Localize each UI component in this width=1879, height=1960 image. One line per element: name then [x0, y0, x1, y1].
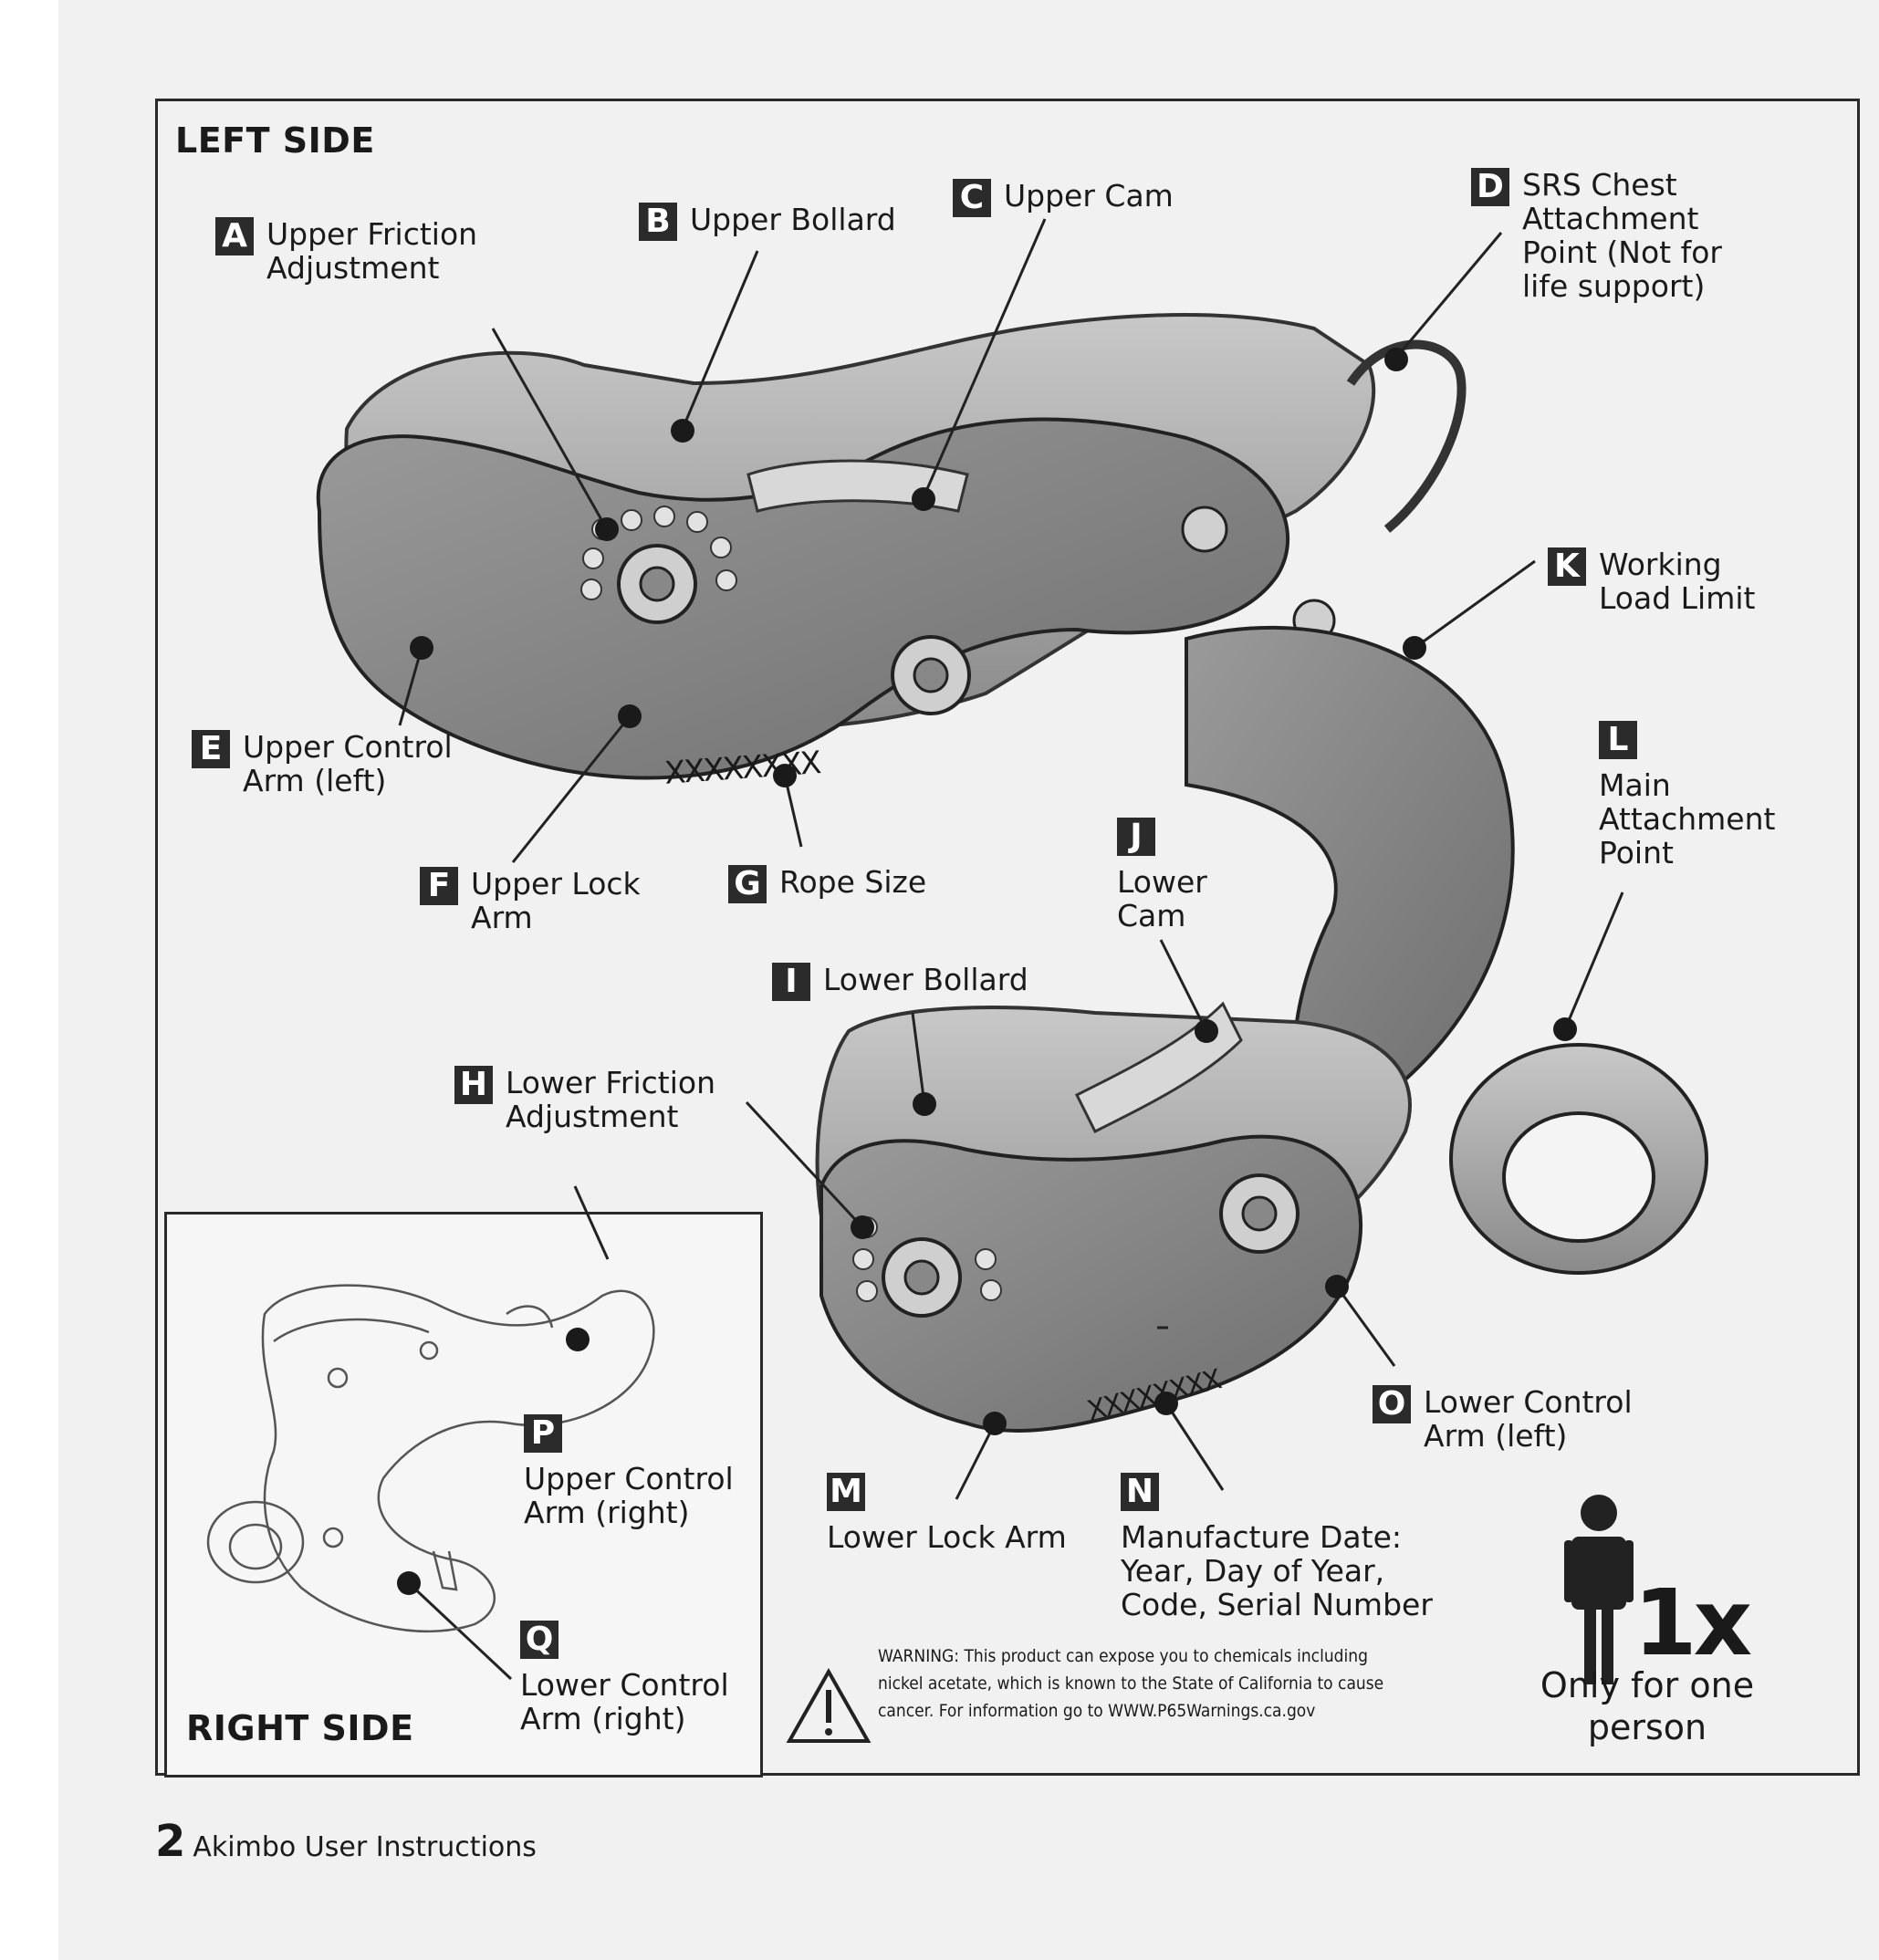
callout-letter: I: [772, 963, 810, 1001]
callout-letter: F: [420, 867, 458, 905]
callout-i: I Lower Bollard: [772, 963, 1028, 1001]
callout-letter: N: [1121, 1473, 1159, 1511]
callout-p: P Upper Control Arm (right): [524, 1414, 734, 1529]
callout-k: K Working Load Limit: [1548, 547, 1755, 615]
callout-letter: H: [454, 1066, 493, 1104]
callout-label: Lower Cam: [1117, 864, 1207, 933]
callout-label: Working Load Limit: [1599, 547, 1756, 616]
callout-g: G Rope Size: [728, 865, 926, 903]
callout-label: Upper Cam: [1004, 178, 1174, 214]
left-side-title: LEFT SIDE: [175, 120, 375, 161]
callout-e: E Upper Control Arm (left): [192, 730, 453, 798]
page-number: 2: [155, 1816, 186, 1867]
right-side-line-drawing: [206, 1284, 655, 1633]
callout-label: Rope Size: [779, 864, 927, 900]
callout-letter: O: [1373, 1385, 1411, 1423]
callout-dots: [397, 348, 1577, 1595]
callout-j: J Lower Cam: [1117, 818, 1207, 933]
callout-label: Main Attachment Point: [1599, 767, 1776, 871]
callout-o: O Lower Control Arm (left): [1373, 1385, 1633, 1453]
callout-b: B Upper Bollard: [639, 203, 896, 241]
callout-n: N Manufacture Date: Year, Day of Year, C…: [1121, 1473, 1433, 1621]
callout-d: D SRS Chest Attachment Point (Not for li…: [1471, 168, 1722, 303]
callout-letter: K: [1548, 547, 1586, 586]
callout-label: Lower Control Arm (left): [1424, 1384, 1633, 1454]
callout-letter: C: [953, 179, 991, 217]
callout-letter: G: [728, 865, 767, 903]
footer-title: Akimbo User Instructions: [193, 1831, 537, 1863]
callout-a: A Upper Friction Adjustment: [215, 217, 477, 285]
callout-letter: J: [1117, 818, 1155, 856]
warning-triangle-icon: [786, 1667, 872, 1743]
callout-label: Manufacture Date: Year, Day of Year, Cod…: [1121, 1519, 1433, 1622]
callout-h: H Lower Friction Adjustment: [454, 1066, 715, 1133]
callout-letter: L: [1599, 721, 1637, 759]
one-person-caption: Only for one person: [1540, 1665, 1755, 1747]
callout-label: Upper Control Arm (left): [243, 729, 453, 798]
callout-label: SRS Chest Attachment Point (Not for life…: [1522, 167, 1722, 304]
page-footer: 2 Akimbo User Instructions: [155, 1816, 537, 1867]
callout-label: Upper Friction Adjustment: [266, 216, 478, 286]
callout-letter: P: [524, 1414, 562, 1453]
callout-letter: A: [215, 217, 254, 255]
callout-m: M Lower Lock Arm: [827, 1473, 1067, 1554]
device-spine: [1185, 625, 1515, 1134]
one-person-multiplier: 1x: [1634, 1569, 1752, 1676]
callout-letter: D: [1471, 168, 1509, 206]
callout-label: Lower Friction Adjustment: [506, 1065, 716, 1134]
person-icon: [1564, 1495, 1634, 1684]
callout-label: Upper Control Arm (right): [524, 1461, 734, 1530]
leader-lines: [398, 218, 1624, 1681]
callout-f: F Upper Lock Arm: [420, 867, 641, 934]
callout-c: C Upper Cam: [953, 179, 1174, 217]
prop65-warning-text: WARNING: This product can expose you to …: [878, 1646, 1384, 1721]
callout-label: Lower Control Arm (right): [520, 1667, 729, 1736]
callout-letter: E: [192, 730, 230, 768]
callout-l: L Main Attachment Point: [1599, 721, 1775, 870]
callout-letter: B: [639, 203, 677, 241]
callout-label: Lower Lock Arm: [827, 1519, 1067, 1555]
diagram-frame: [155, 99, 1860, 1776]
callout-label: Lower Bollard: [823, 962, 1028, 997]
callout-letter: Q: [520, 1621, 558, 1659]
callout-q: Q Lower Control Arm (right): [520, 1621, 729, 1736]
upper-control-arm-left-shape: [316, 417, 1290, 780]
callout-label: Upper Bollard: [690, 202, 896, 237]
callout-label: Upper Lock Arm: [471, 866, 641, 935]
callout-letter: M: [827, 1473, 865, 1511]
right-side-title: RIGHT SIDE: [186, 1708, 414, 1748]
